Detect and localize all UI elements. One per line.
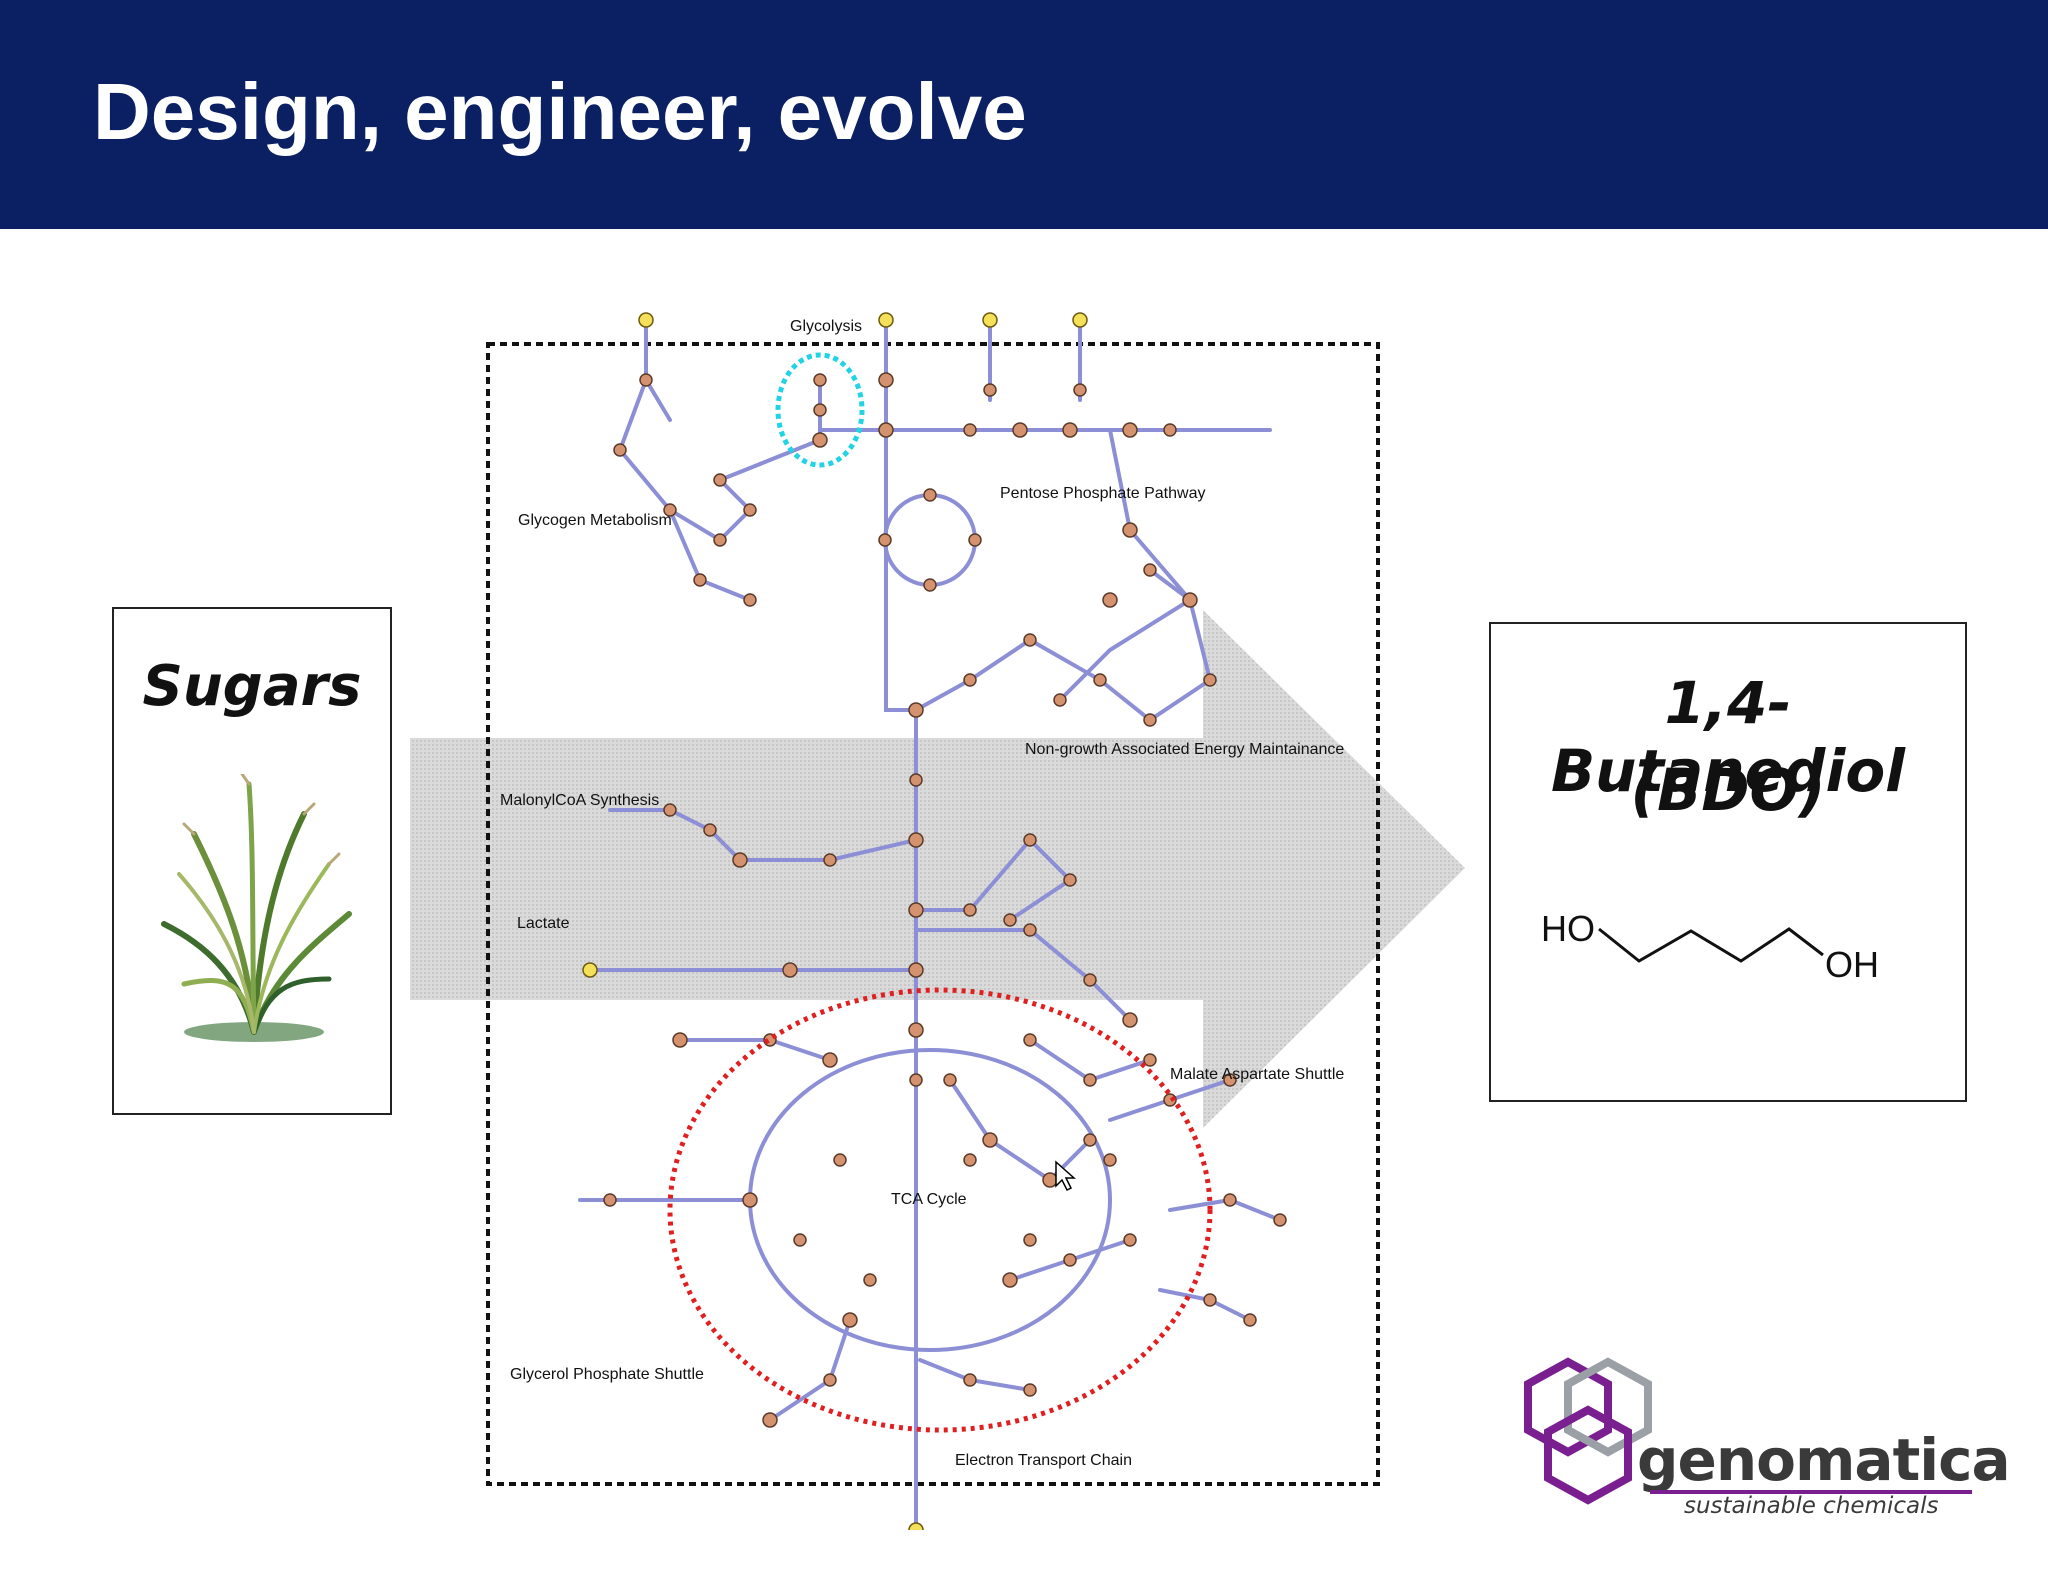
label-malate-aspartate: Malate Aspartate Shuttle <box>1170 1066 1345 1083</box>
bdo-abbrev-label: (BDO) <box>1630 756 1826 824</box>
label-glycolysis: Glycolysis <box>790 318 863 335</box>
logo-wordmark: genomatica <box>1637 1426 2011 1494</box>
label-malonylcoa: MalonylCoA Synthesis <box>500 792 660 809</box>
label-glycogen-metabolism: Glycogen Metabolism <box>518 512 672 529</box>
label-non-growth-energy: Non-growth Associated Energy Maintainanc… <box>1025 741 1345 758</box>
logo-underline <box>1650 1490 1972 1494</box>
label-lactate: Lactate <box>517 915 570 932</box>
label-electron-transport: Electron Transport Chain <box>955 1452 1132 1469</box>
mouse-cursor-icon <box>1055 1160 1076 1192</box>
metabolic-network-diagram <box>486 312 1380 1530</box>
input-box-sugars: Sugars <box>112 607 392 1115</box>
bdo-molecule-structure: HO OH <box>1541 908 1879 985</box>
hydroxyl-left: HO <box>1541 908 1595 949</box>
hydroxyl-right: OH <box>1825 944 1879 985</box>
slide-header: Design, engineer, evolve <box>0 0 2048 229</box>
slide-title: Design, engineer, evolve <box>93 67 1027 156</box>
genomatica-hexagon-logo <box>1524 1357 1652 1505</box>
output-box-bdo: 1,4-Butanediol (BDO) HO OH <box>1489 622 1967 1102</box>
label-pentose-phosphate: Pentose Phosphate Pathway <box>1000 485 1206 502</box>
bdo-name-label: 1,4-Butanediol <box>1550 669 1906 805</box>
sugars-label: Sugars <box>142 654 362 719</box>
grass-plant-icon <box>161 774 352 1042</box>
logo-tagline: sustainable chemicals <box>1684 1493 1939 1519</box>
label-glycerol-phosphate: Glycerol Phosphate Shuttle <box>510 1366 704 1383</box>
label-tca-cycle: TCA Cycle <box>891 1191 967 1208</box>
